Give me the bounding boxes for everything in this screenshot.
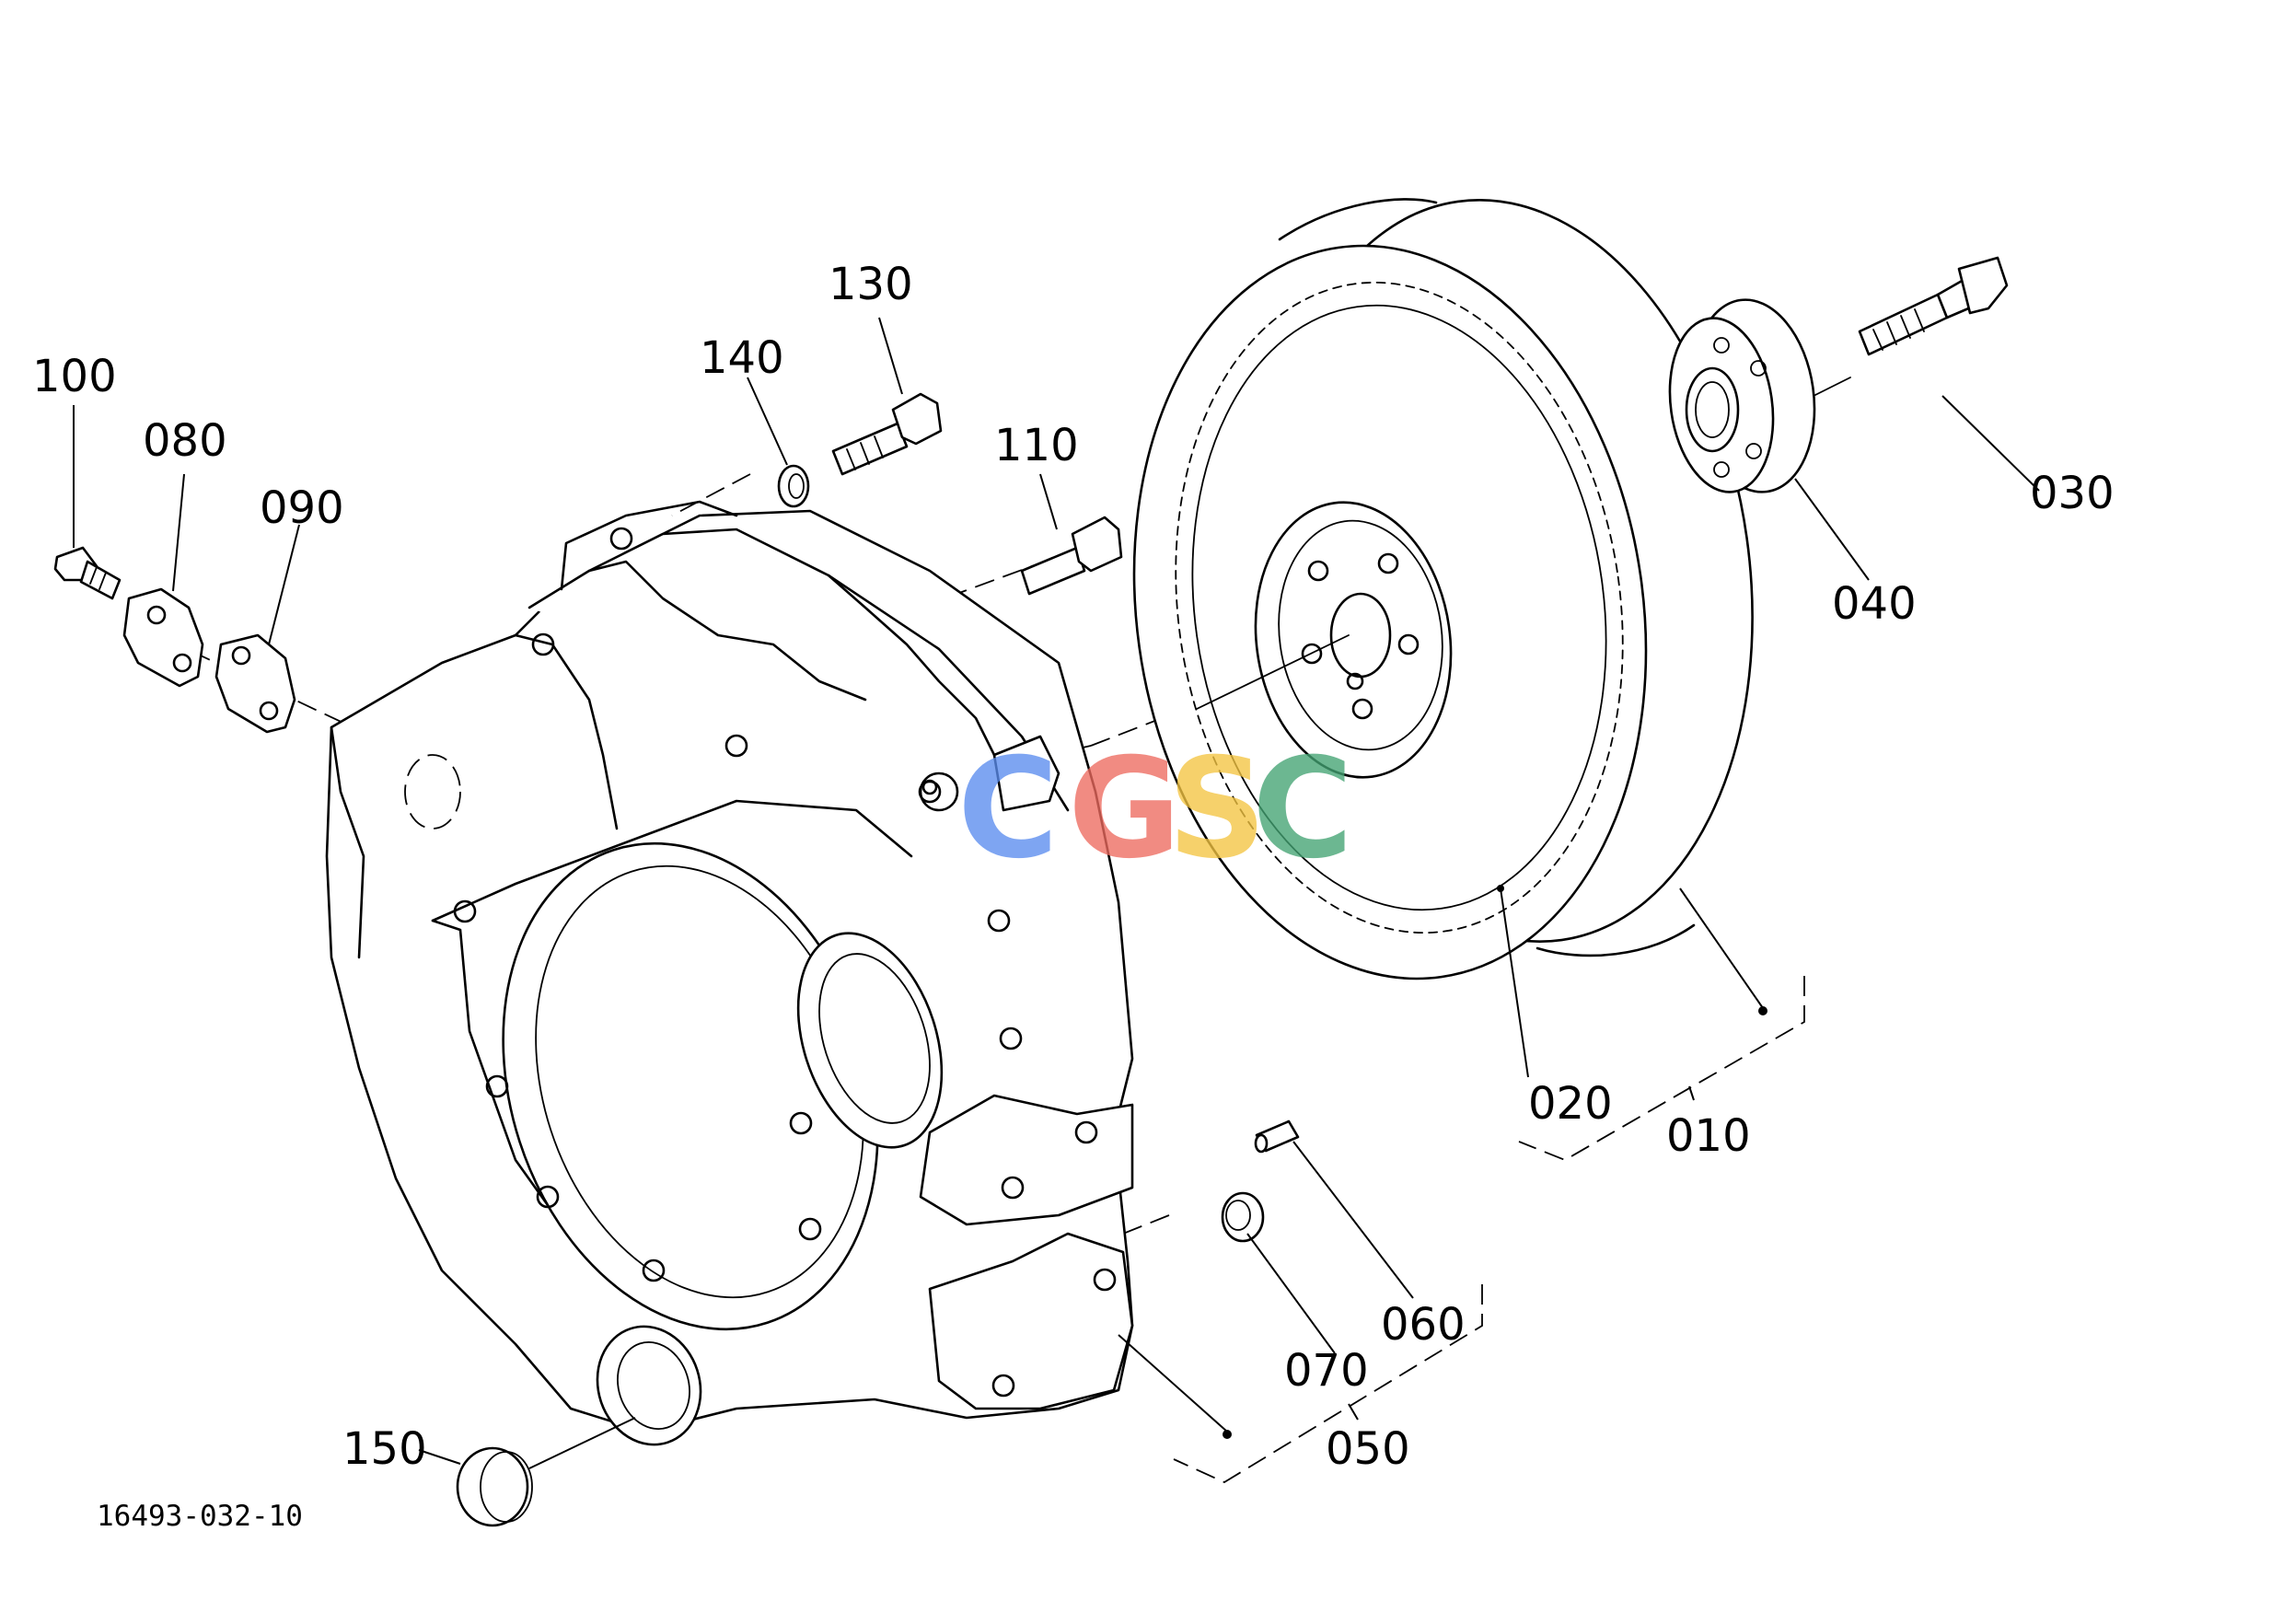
assembly-bracket-010 [1518,976,1805,1161]
assembly-bracket-050 [1173,1284,1483,1484]
callout-060: 060 [1381,1299,1466,1351]
gasket-090 [214,633,296,734]
callout-150: 150 [342,1423,427,1475]
flange-hub-040 [1668,298,1816,493]
watermark-cgsc: C G S C [957,729,1353,889]
callout-labels: 100 080 090 130 140 110 030 040 020 010 … [32,259,2115,1475]
bolt-100 [53,546,122,600]
bolt-110 [1020,516,1123,596]
callout-130: 130 [829,259,913,310]
callout-030: 030 [2030,468,2115,519]
callout-020: 020 [1528,1078,1613,1130]
callout-080: 080 [143,415,227,467]
pin-060 [1254,1119,1300,1154]
callout-100: 100 [32,351,117,402]
seal-070 [1221,1191,1265,1243]
callout-140: 140 [700,332,784,384]
watermark-letter: G [1068,729,1181,889]
bolt-130 [831,392,943,476]
watermark-letter: C [1252,729,1353,889]
watermark-letter: C [957,729,1059,889]
callout-040: 040 [1832,578,1917,630]
washer-140 [777,464,810,508]
callout-090: 090 [260,482,344,534]
callout-070: 070 [1284,1345,1369,1397]
watermark-letter: S [1167,729,1267,889]
flywheel [1132,198,1754,980]
plug-150 [456,1446,533,1527]
plate-080 [122,587,204,688]
bolt-030 [1858,256,2009,356]
callout-010: 010 [1666,1110,1751,1162]
flywheel-housing [325,500,1134,1446]
drawing-reference-code: 16493-032-10 [97,1500,303,1533]
callout-050: 050 [1326,1423,1410,1475]
callout-110: 110 [994,420,1079,471]
leader-lines [73,317,2040,1469]
